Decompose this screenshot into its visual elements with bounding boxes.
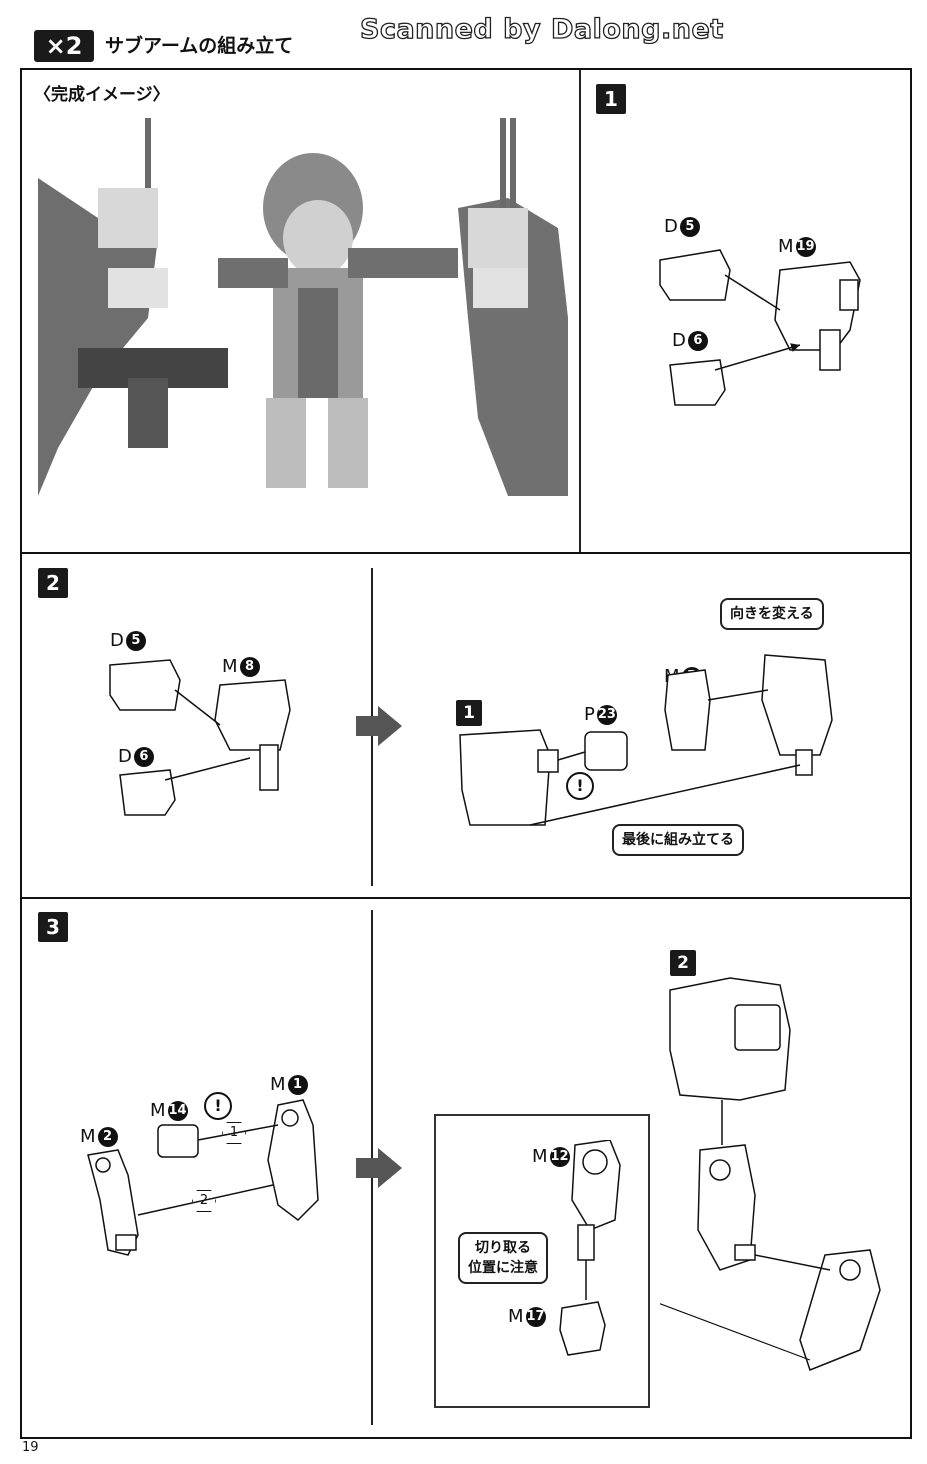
caution-icon: ! — [204, 1092, 232, 1120]
caution-icon: ! — [566, 772, 594, 800]
step-3-left-diagram — [87, 1099, 319, 1256]
callout-assemble-last: 最後に組み立てる — [612, 824, 744, 856]
figure-render-illustration — [38, 118, 568, 496]
completion-image — [38, 118, 568, 496]
next-arrow-icon — [356, 706, 402, 746]
step-1-badge: 1 — [596, 84, 626, 114]
scan-watermark: Scanned by Dalong.net — [359, 13, 724, 45]
inset-part-diagram — [559, 1140, 621, 1356]
completion-label: 〈完成イメージ〉 — [34, 85, 170, 105]
next-arrow-icon — [356, 1148, 402, 1188]
step-2-badge: 2 — [38, 568, 68, 598]
quantity-badge: ×2 — [34, 30, 94, 62]
callout-cut-position: 切り取る 位置に注意 — [458, 1232, 548, 1284]
step-3-badge: 3 — [38, 912, 68, 942]
callout-turn: 向きを変える — [720, 598, 824, 630]
section-divider — [579, 70, 581, 552]
step-2-right-diagram — [459, 654, 833, 826]
page-number: 19 — [22, 1440, 39, 1455]
step-2-left-diagram — [109, 659, 291, 816]
ref-step-2-badge: 2 — [670, 950, 696, 976]
page-title: サブアームの組み立て — [105, 35, 294, 57]
ref-step-1-badge: 1 — [456, 700, 482, 726]
step-3-right-diagram — [660, 977, 881, 1371]
step-1-diagram — [659, 249, 861, 406]
